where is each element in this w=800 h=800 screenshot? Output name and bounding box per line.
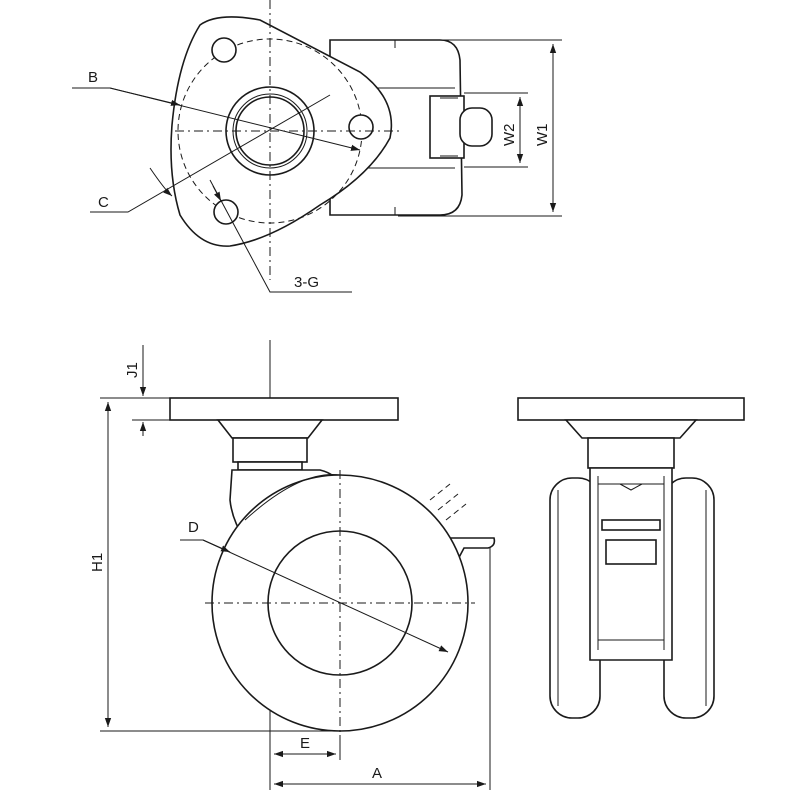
label-h1: H1 [89, 553, 106, 572]
label-c: C [98, 194, 109, 211]
label-a: A [372, 765, 382, 782]
top-view: B C 3-G W1 W2 [72, 0, 562, 293]
bolt-hole [211, 37, 237, 63]
label-w2: W2 [501, 124, 518, 147]
label-3g: 3-G [294, 274, 319, 291]
side-view: D J1 H1 E A [89, 340, 496, 790]
label-w1: W1 [534, 124, 551, 147]
label-d: D [188, 519, 199, 536]
bolt-hole [348, 114, 374, 140]
label-b: B [88, 69, 98, 86]
label-e: E [300, 735, 310, 752]
side-mount-plate [169, 397, 399, 421]
bolt-hole [213, 199, 239, 225]
label-j1: J1 [124, 362, 141, 378]
front-view [517, 397, 745, 719]
